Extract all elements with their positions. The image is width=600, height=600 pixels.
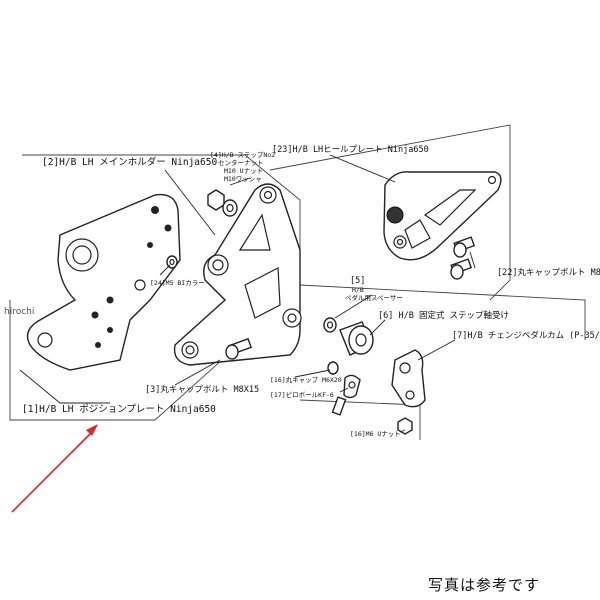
pillow-ball-part bbox=[327, 361, 361, 416]
nut-washer-part bbox=[207, 189, 238, 217]
cap-bolt-part bbox=[225, 337, 253, 360]
label-cap-bolt: [3]丸キャップボルト M8X15 bbox=[145, 384, 259, 395]
heel-bolt-part bbox=[450, 236, 476, 280]
label-step-no2-line2: センターナット bbox=[218, 158, 264, 167]
label-step-no2-line1: [4]H/B ステップNo2 bbox=[210, 151, 275, 159]
spacer-part bbox=[323, 317, 337, 333]
watermark: hirochi bbox=[4, 307, 35, 317]
label-step-no2-line4: M10ワッシャ bbox=[224, 175, 262, 183]
u-nut-part bbox=[397, 417, 413, 435]
label-spacer-line1: [5] bbox=[350, 276, 365, 286]
leader-lines bbox=[19, 154, 476, 433]
label-heel-plate: [23]H/B LHヒールプレート Ninja650 bbox=[272, 145, 429, 155]
pedal-cam-part bbox=[391, 349, 426, 408]
label-step-no2-line3: M10 Uナット bbox=[224, 167, 263, 175]
main-holder-part bbox=[173, 183, 302, 366]
label-main-holder: [2]H/B LH メインホルダー Ninja650 bbox=[42, 156, 217, 168]
label-position-plate: [1]H/B LH ポジションプレート Ninja650 bbox=[22, 404, 216, 415]
label-m6-u-nut: [16]M6 Uナット bbox=[350, 430, 401, 438]
label-pedal-cam: [7]H/B チェンジペダルカム (P-35/45) bbox=[452, 330, 600, 341]
label-collar: [24]M5 BIカラー bbox=[150, 279, 205, 287]
label-pillow-ball: [17]ピロボールKF-6 bbox=[270, 391, 334, 399]
label-spacer-line2: H/B bbox=[352, 286, 364, 294]
caption: 写真は参考です bbox=[428, 576, 541, 594]
heel-plate-part bbox=[383, 171, 502, 261]
step-bearing-part bbox=[339, 321, 374, 356]
position-plate-part bbox=[26, 193, 181, 371]
label-step-bearing: [6] H/B 固定式 ステップ軸受け bbox=[378, 310, 509, 321]
red-arrow-icon bbox=[11, 424, 98, 513]
label-m6-cap: [16]丸キャップ M6X20 bbox=[270, 375, 342, 384]
label-heel-bolt: [22]丸キャップボルト M8X15 bbox=[497, 267, 600, 278]
label-spacer-line3: ペダル用スペーサー bbox=[345, 293, 403, 302]
